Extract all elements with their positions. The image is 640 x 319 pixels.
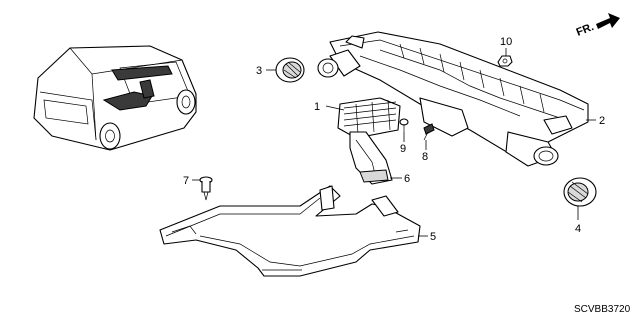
rear-floor-duct — [159, 185, 421, 277]
callout-4: 4 — [575, 223, 581, 235]
diagram-code: SCVBB3720 — [574, 304, 631, 315]
callout-9: 9 — [400, 143, 406, 155]
front-direction-arrow: FR. — [575, 13, 620, 39]
callout-1: 1 — [314, 101, 320, 113]
vehicle-locator-illustration — [33, 45, 197, 151]
callout-10: 10 — [500, 36, 512, 48]
main-air-duct — [317, 31, 589, 167]
nut-fastener — [497, 55, 513, 67]
bolt-fastener — [399, 118, 409, 132]
front-direction-label: FR. — [575, 21, 596, 39]
side-vent-outlet-right — [563, 177, 597, 207]
screw-fastener — [423, 123, 435, 141]
callout-8: 8 — [422, 151, 428, 163]
callout-2: 2 — [599, 115, 605, 127]
callout-7: 7 — [183, 175, 189, 187]
lower-duct-piece — [349, 131, 393, 185]
callout-labels: 1 2 3 4 5 6 7 8 9 10 — [183, 36, 605, 243]
callout-3: 3 — [256, 65, 262, 77]
callout-6: 6 — [404, 173, 410, 185]
arrow-right-icon — [596, 13, 620, 29]
center-vent-outlet — [337, 97, 401, 139]
side-vent-outlet-left — [275, 57, 305, 83]
callout-5: 5 — [430, 231, 436, 243]
clip-fastener — [199, 176, 213, 201]
callout-leaders — [192, 48, 596, 237]
